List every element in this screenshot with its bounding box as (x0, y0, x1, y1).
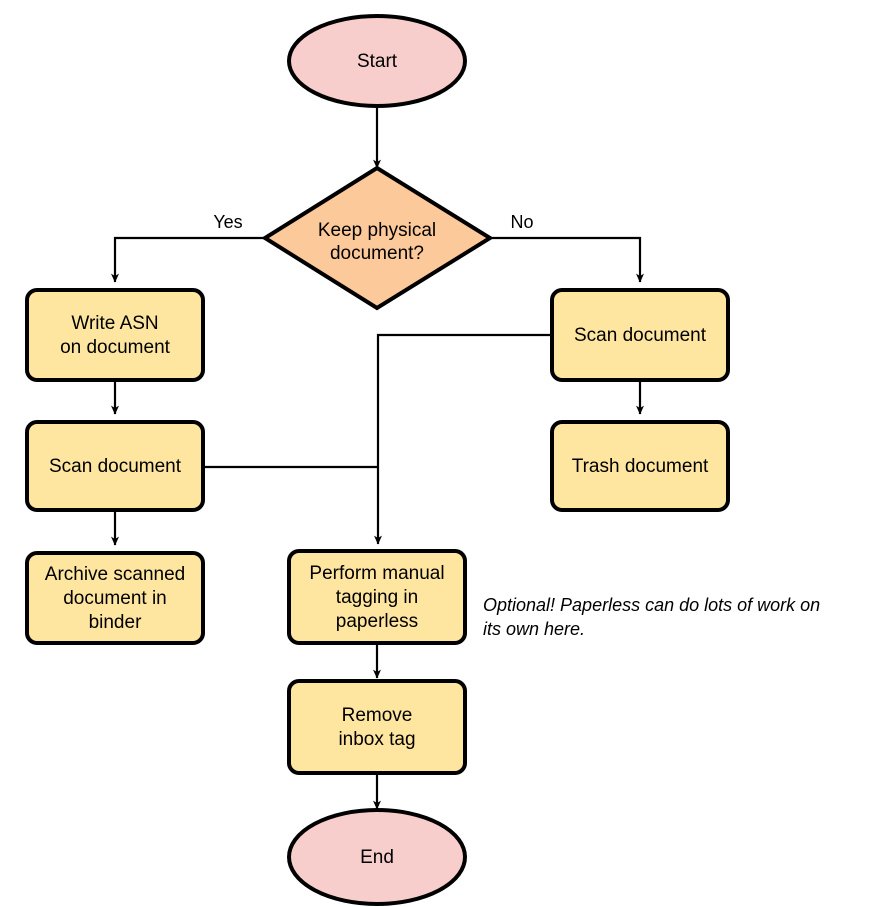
node-trash-document[interactable]: Trash document (550, 420, 730, 512)
remove-inbox-tag-label-line1: Remove (342, 705, 413, 726)
tagging-box (287, 549, 467, 645)
note-line2: its own here. (483, 619, 585, 639)
write-asn-label-line2: on document (60, 337, 171, 358)
edge-keep-yes-to-asn (111, 236, 265, 283)
node-end[interactable]: End (287, 808, 467, 906)
node-write-asn[interactable]: Write ASN on document (25, 288, 205, 382)
node-archive-scanned-document[interactable]: Archive scanned document in binder (25, 551, 205, 645)
archive-box (25, 551, 205, 645)
node-scan-document-left[interactable]: Scan document (25, 420, 205, 512)
remove-inbox-tag-box (287, 679, 467, 775)
note-line1: Optional! Paperless can do lots of work … (483, 595, 820, 615)
tagging-label-line3: paperless (336, 611, 418, 632)
trash-document-box (550, 420, 730, 512)
tagging-label-line1: Perform manual (309, 563, 444, 584)
node-keep-physical-document[interactable]: Keep physical document? (261, 165, 494, 311)
annotation-optional-note: Optional! Paperless can do lots of work … (483, 595, 820, 639)
edge-label-yes: Yes (213, 212, 242, 232)
edge-label-no: No (510, 212, 533, 232)
trash-document-label: Trash document (572, 456, 709, 477)
start-ellipse (287, 14, 467, 108)
scan-document-right-label: Scan document (574, 325, 707, 346)
node-perform-manual-tagging[interactable]: Perform manual tagging in paperless (287, 549, 467, 645)
node-scan-document-right[interactable]: Scan document (550, 288, 730, 382)
scan-document-right-box (550, 288, 730, 382)
decision-diamond (261, 165, 494, 311)
node-start[interactable]: Start (287, 14, 467, 108)
scan-document-left-box (25, 420, 205, 512)
decision-label-line1: Keep physical (318, 220, 436, 241)
start-label: Start (357, 51, 398, 72)
edge-keep-no-to-scan-right (490, 236, 644, 283)
edge-scan-right-to-tagging (374, 333, 552, 545)
write-asn-box (25, 288, 205, 382)
write-asn-label-line1: Write ASN (71, 313, 158, 334)
archive-label-line2: document in (63, 588, 167, 609)
scan-document-left-label: Scan document (49, 456, 182, 477)
end-ellipse (287, 808, 467, 906)
archive-label-line3: binder (89, 612, 142, 633)
end-label: End (360, 847, 394, 868)
decision-label-line2: document? (330, 243, 424, 264)
node-remove-inbox-tag[interactable]: Remove inbox tag (287, 679, 467, 775)
remove-inbox-tag-label-line2: inbox tag (338, 729, 415, 750)
tagging-label-line2: tagging in (336, 587, 418, 608)
archive-label-line1: Archive scanned (45, 564, 185, 585)
